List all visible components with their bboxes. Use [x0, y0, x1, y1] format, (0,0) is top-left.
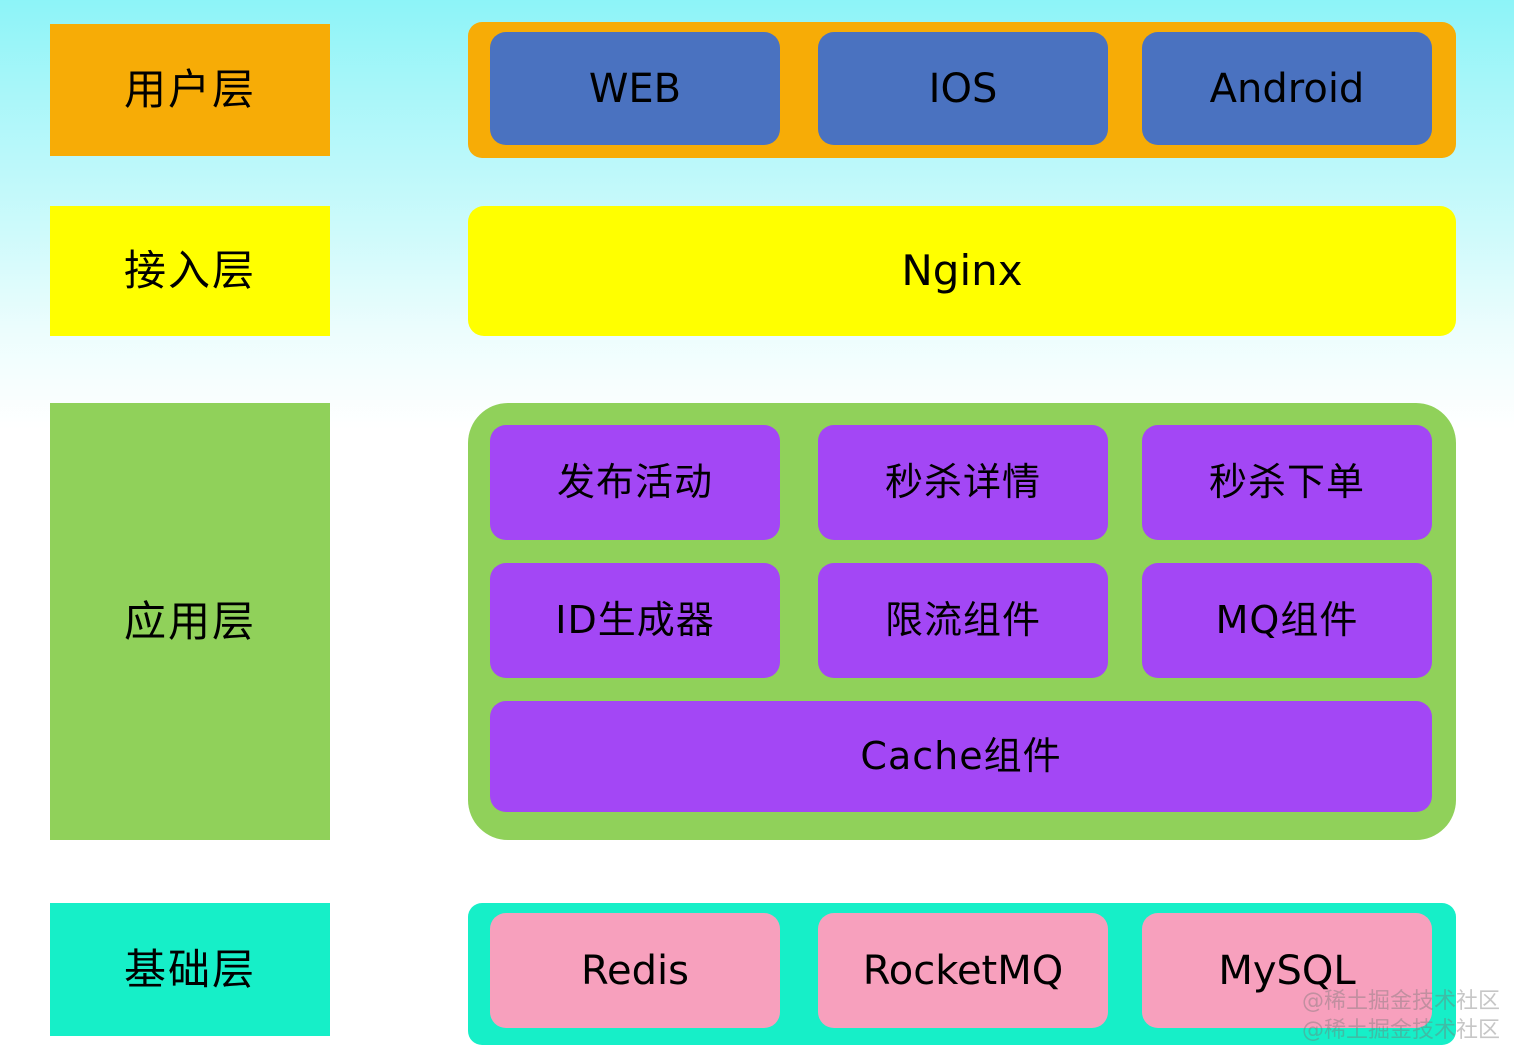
app-module-cache-component[interactable]: Cache组件	[490, 701, 1432, 812]
app-module-seckill-order[interactable]: 秒杀下单	[1142, 425, 1432, 540]
layer-label-app: 应用层	[50, 403, 330, 840]
infra-box-mysql[interactable]: MySQL	[1142, 913, 1432, 1028]
entry-layer-nginx-box[interactable]: Nginx	[468, 206, 1456, 336]
app-module-publish-activity[interactable]: 发布活动	[490, 425, 780, 540]
client-box-android[interactable]: Android	[1142, 32, 1432, 145]
app-module-mq-component[interactable]: MQ组件	[1142, 563, 1432, 678]
infra-box-redis[interactable]: Redis	[490, 913, 780, 1028]
client-box-web[interactable]: WEB	[490, 32, 780, 145]
layer-label-user: 用户层	[50, 24, 330, 156]
layer-label-base: 基础层	[50, 903, 330, 1036]
app-module-id-generator[interactable]: ID生成器	[490, 563, 780, 678]
app-module-rate-limiter[interactable]: 限流组件	[818, 563, 1108, 678]
infra-box-rocketmq[interactable]: RocketMQ	[818, 913, 1108, 1028]
client-box-ios[interactable]: IOS	[818, 32, 1108, 145]
app-module-seckill-detail[interactable]: 秒杀详情	[818, 425, 1108, 540]
layer-label-entry: 接入层	[50, 206, 330, 336]
